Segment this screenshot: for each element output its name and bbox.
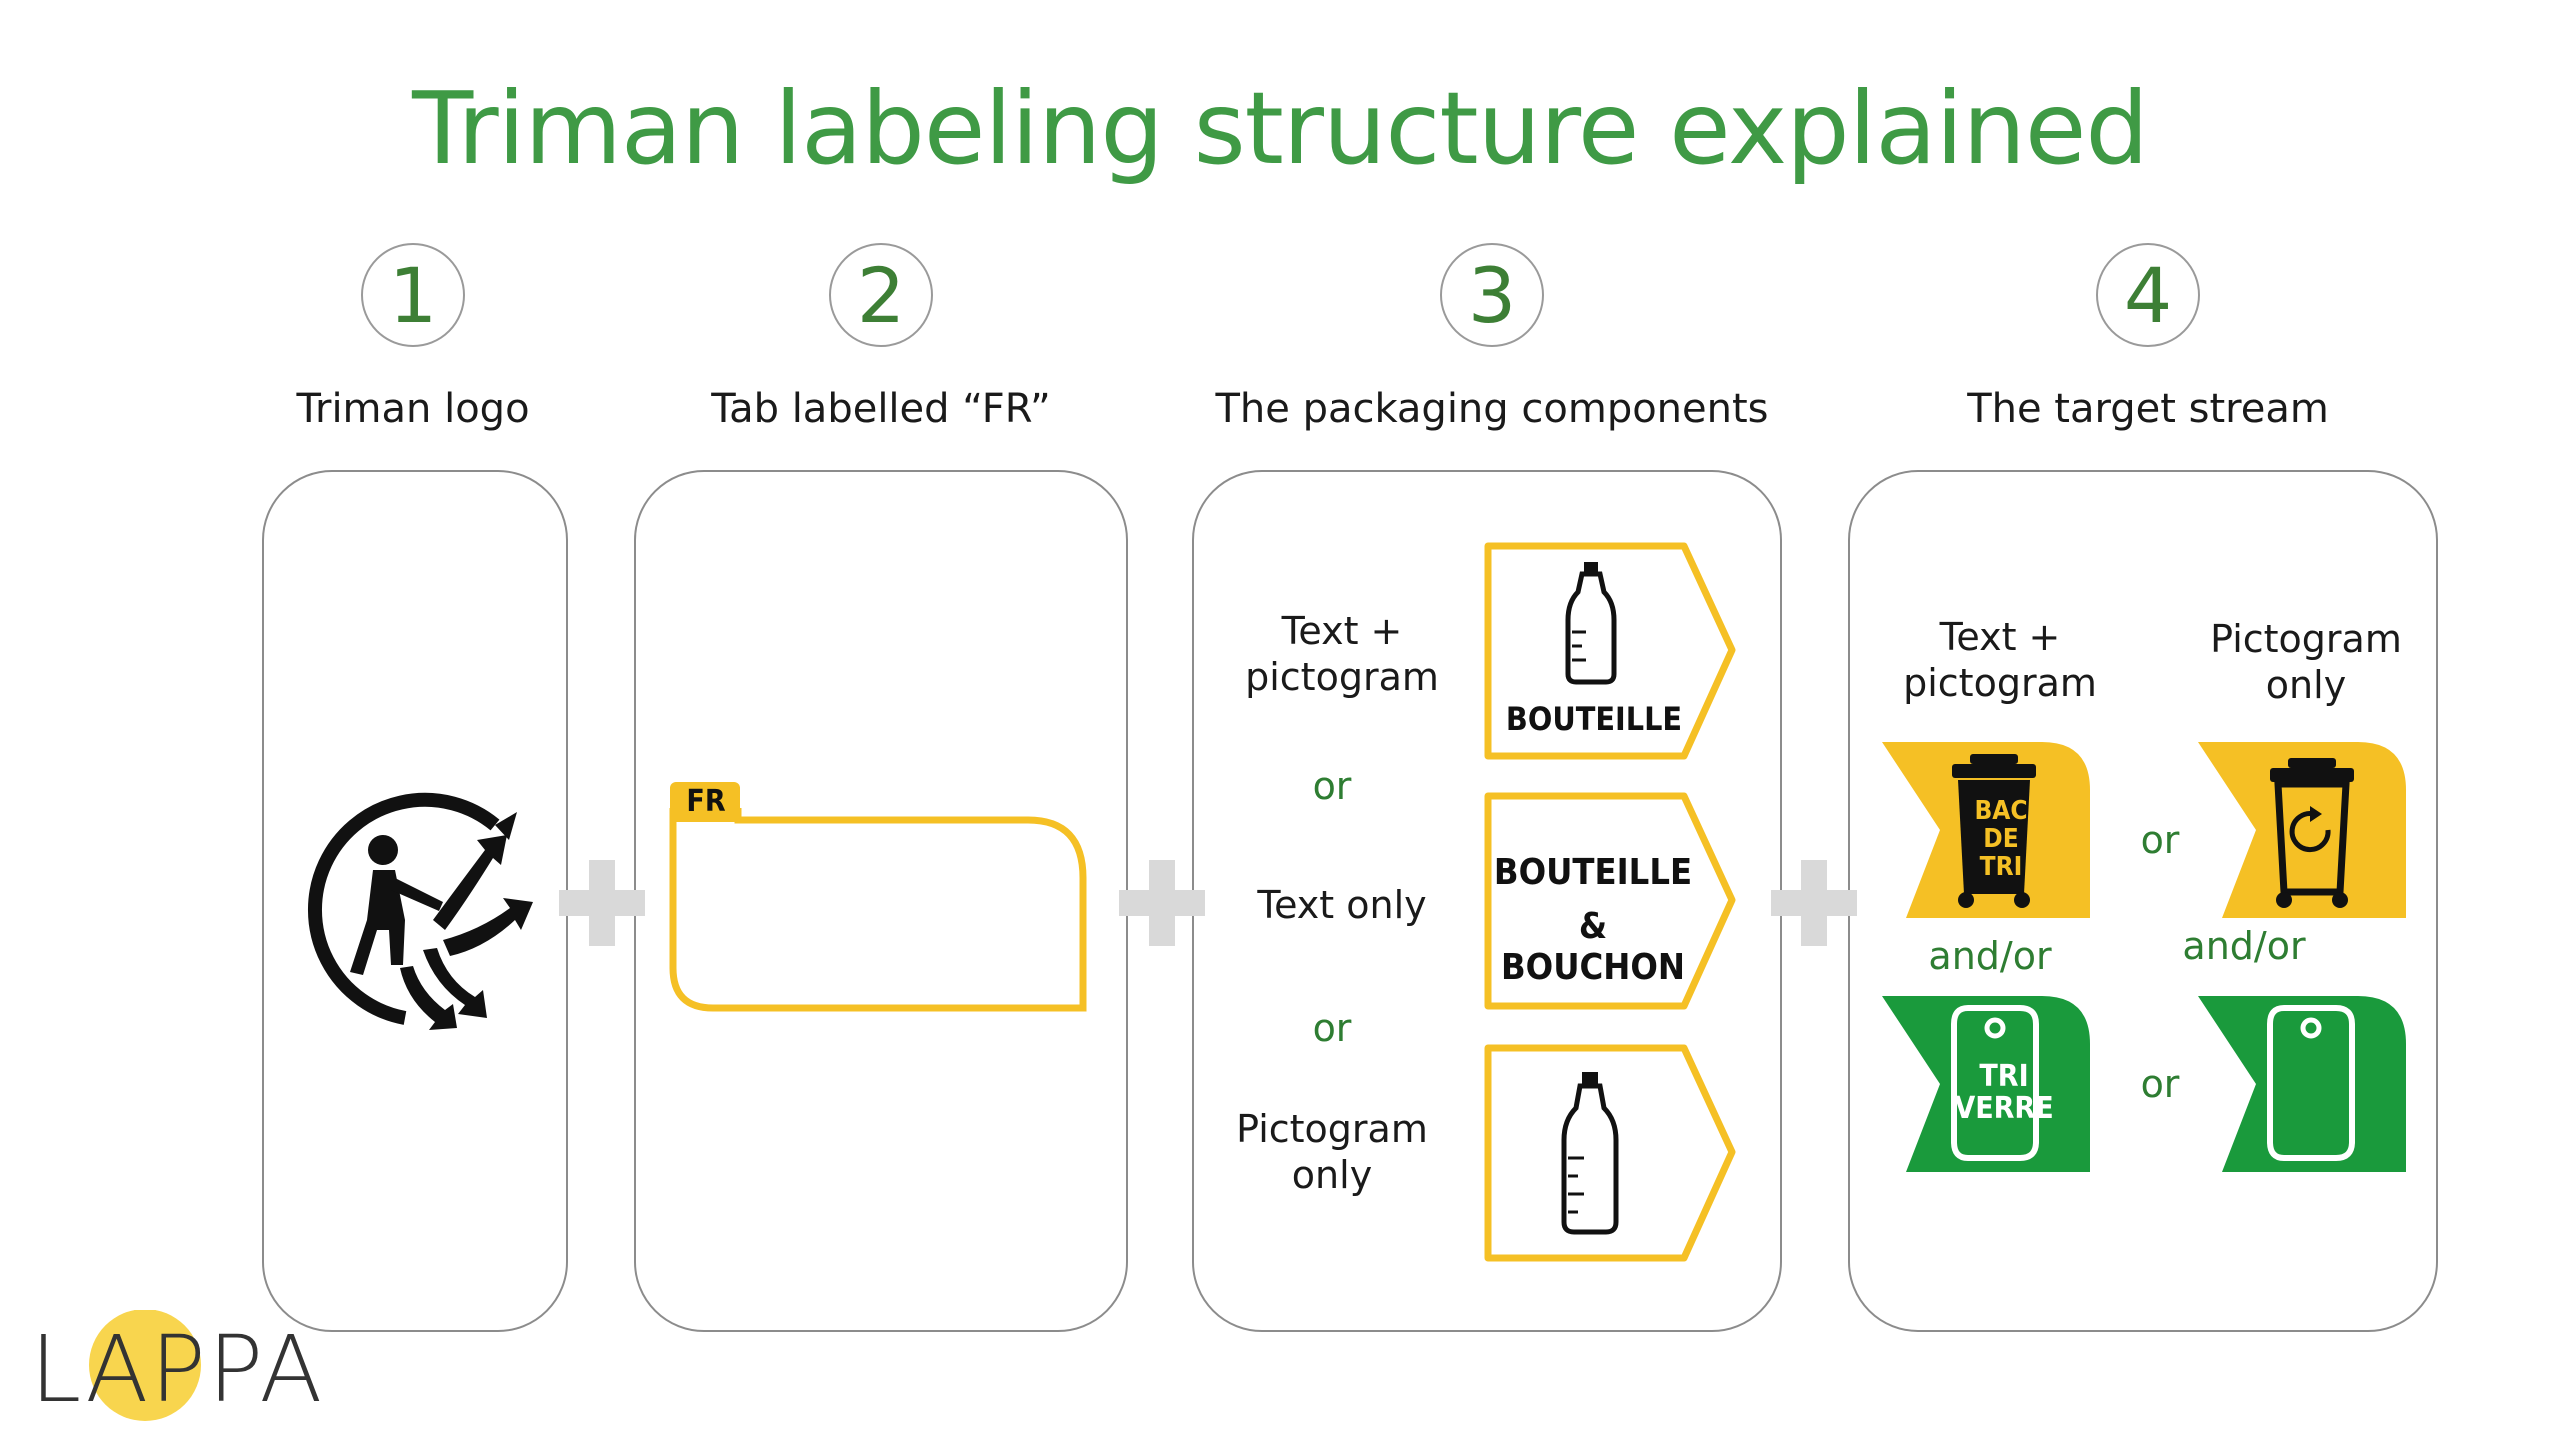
or-label: or <box>2140 818 2180 862</box>
label-pictogram-only: Pictogram only <box>1236 1107 1428 1197</box>
step-2-number: 2 <box>829 243 933 347</box>
tag2-label-line2: & BOUCHON <box>1500 906 1685 988</box>
bin-text-line1: BAC <box>1974 796 2028 826</box>
plus-icon <box>559 860 645 946</box>
yellow-bin-tag-text <box>1882 742 2090 918</box>
trash-bin-recycle-icon <box>2270 758 2354 908</box>
fr-tab-label: FR <box>686 784 726 819</box>
tag1-label: BOUTEILLE <box>1505 700 1683 738</box>
glass-container-icon <box>1951 1005 2039 1161</box>
bin-text-line3: TRI <box>1979 852 2023 882</box>
glass-text-line1: TRI <box>1979 1059 2029 1094</box>
andor-label: and/or <box>2182 924 2306 968</box>
triman-logo-icon <box>308 792 533 1030</box>
andor-label: and/or <box>1928 934 2052 978</box>
green-glass-tag-pictogram <box>2198 996 2406 1172</box>
or-label: or <box>2140 1062 2180 1106</box>
tag-text-only <box>1484 792 1736 1010</box>
plus-icon <box>1119 860 1205 946</box>
step-1-number: 1 <box>361 243 465 347</box>
trash-bin-icon <box>1952 754 2036 908</box>
fr-tab-shape <box>669 782 1087 1012</box>
plus-icon <box>1771 860 1857 946</box>
label-text-pictogram: Text + pictogram <box>1245 609 1439 699</box>
bottle-icon <box>1561 1072 1619 1235</box>
yellow-bin-tag-pictogram <box>2198 742 2406 918</box>
label-text-only: Text only <box>1257 883 1427 927</box>
step-3-number: 3 <box>1440 243 1544 347</box>
label-stream-pictogram-only: Pictogram only <box>2210 617 2402 707</box>
step-4-number: 4 <box>2096 243 2200 347</box>
lappa-logo-icon <box>89 1310 201 1421</box>
step-2-label: Tab labelled “FR” <box>711 386 1051 432</box>
tag-bottle-text <box>1484 542 1736 760</box>
step-3-label: The packaging components <box>1215 386 1769 432</box>
step-1-label: Triman logo <box>296 386 530 432</box>
tag2-label-line1: BOUTEILLE <box>1493 852 1693 893</box>
tag-pictogram-only <box>1484 1044 1736 1262</box>
step-4-label: The target stream <box>1967 386 2329 432</box>
bin-text-line2: DE <box>1983 824 2019 854</box>
lappa-logo-text: LAPPA <box>30 1316 325 1423</box>
bottle-icon <box>1565 562 1617 685</box>
or-label: or <box>1312 764 1352 808</box>
page-title: Triman labeling structure explained <box>412 70 2149 187</box>
glass-container-icon <box>2267 1005 2355 1161</box>
or-label: or <box>1312 1006 1352 1050</box>
glass-text-line2: VERRE <box>1954 1091 2054 1126</box>
green-glass-tag-text <box>1882 996 2090 1172</box>
panel-fr-tab <box>634 470 1128 1332</box>
label-stream-text-pictogram: Text + pictogram <box>1903 615 2097 705</box>
